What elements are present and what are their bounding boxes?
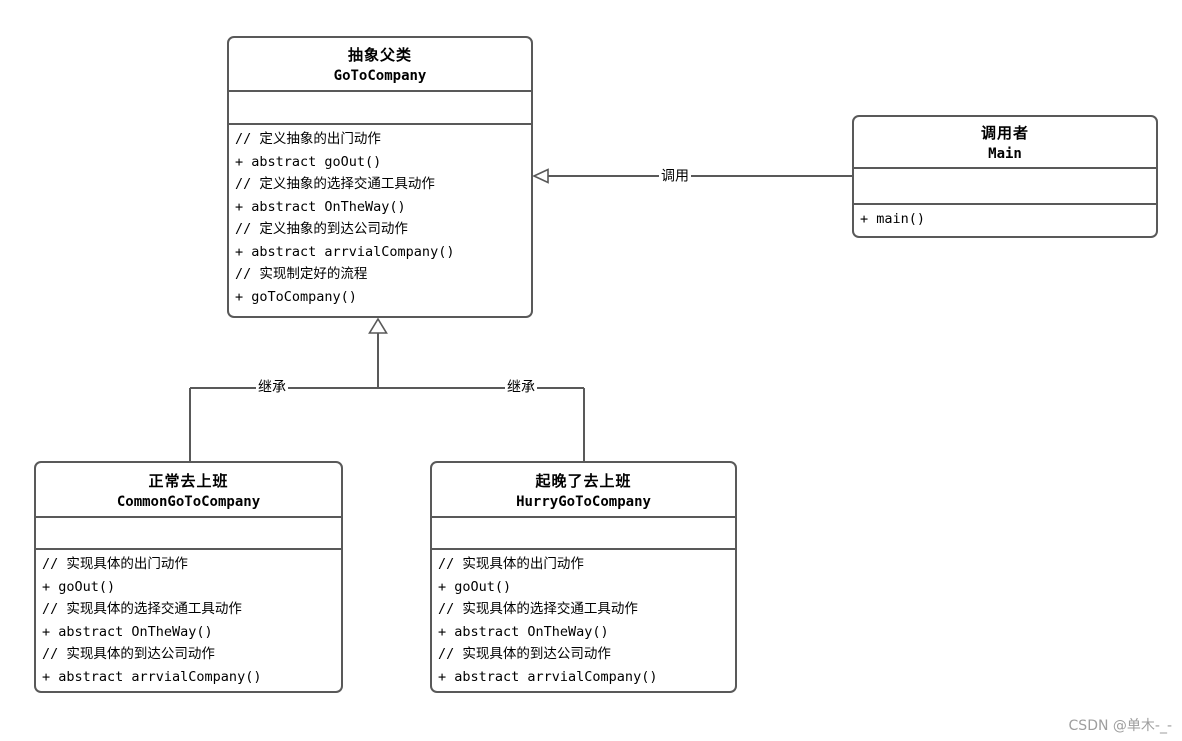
class-methods: // 定义抽象的出门动作 + abstract goOut() // 定义抽象的… (229, 125, 531, 316)
method-line: + abstract arrvialCompany() (235, 243, 455, 260)
method-line: + goOut() (438, 578, 512, 595)
class-title-cn: 正常去上班 (148, 471, 229, 490)
class-title-gotocompany: 抽象父类 GoToCompany (229, 38, 531, 92)
method-line: + main() (860, 211, 926, 227)
method-line: + abstract arrvialCompany() (438, 668, 658, 685)
class-name-code: CommonGoToCompany (116, 493, 261, 510)
inherit-right-edge-label: 继承 (505, 379, 537, 397)
method-line: // 定义抽象的选择交通工具动作 (235, 176, 435, 192)
class-name-code: GoToCompany (333, 68, 427, 84)
class-box-main: 调用者 Main + main() (852, 115, 1158, 238)
method-line: // 实现制定好的流程 (235, 266, 368, 282)
class-title-commongotocompany: 正常去上班 CommonGoToCompany (36, 463, 341, 518)
class-methods: // 实现具体的出门动作 + goOut() // 实现具体的选择交通工具动作 … (432, 550, 735, 691)
method-line: // 定义抽象的到达公司动作 (235, 221, 408, 237)
class-attributes-empty (36, 518, 341, 550)
method-line: + abstract OnTheWay() (235, 198, 406, 215)
method-line: // 实现具体的出门动作 (438, 556, 584, 572)
class-name-code: HurryGoToCompany (516, 493, 651, 510)
method-line: + goToCompany() (235, 288, 357, 305)
method-line: // 实现具体的出门动作 (42, 556, 188, 572)
class-box-commongotocompany: 正常去上班 CommonGoToCompany // 实现具体的出门动作 + g… (34, 461, 343, 693)
class-title-cn: 抽象父类 (347, 46, 412, 64)
class-box-gotocompany: 抽象父类 GoToCompany // 定义抽象的出门动作 + abstract… (227, 36, 533, 318)
call-edge-label: 调用 (659, 168, 691, 186)
method-line: + abstract arrvialCompany() (42, 668, 262, 685)
method-line: + abstract OnTheWay() (438, 623, 609, 640)
class-methods: // 实现具体的出门动作 + goOut() // 实现具体的选择交通工具动作 … (36, 550, 341, 691)
method-line: // 定义抽象的出门动作 (235, 131, 381, 147)
watermark-text: CSDN @单木-_- (1068, 718, 1172, 734)
method-line: // 实现具体的选择交通工具动作 (42, 601, 242, 617)
class-box-hurrygotocompany: 起晚了去上班 HurryGoToCompany // 实现具体的出门动作 + g… (430, 461, 737, 693)
class-title-cn: 调用者 (980, 124, 1029, 142)
class-title-main: 调用者 Main (854, 117, 1156, 169)
class-title-cn: 起晚了去上班 (535, 471, 632, 490)
method-line: // 实现具体的到达公司动作 (42, 646, 215, 662)
class-attributes-empty (229, 92, 531, 125)
class-title-hurrygotocompany: 起晚了去上班 HurryGoToCompany (432, 463, 735, 518)
inheritance-triangle-icon (368, 317, 388, 334)
inherit-left-edge-label: 继承 (256, 379, 288, 397)
method-line: // 实现具体的选择交通工具动作 (438, 601, 638, 617)
method-line: + abstract OnTheWay() (42, 623, 213, 640)
method-line: + goOut() (42, 578, 116, 595)
call-arrowhead-icon (532, 168, 549, 184)
class-name-code: Main (988, 146, 1022, 162)
method-line: // 实现具体的到达公司动作 (438, 646, 611, 662)
class-attributes-empty (854, 169, 1156, 205)
method-line: + abstract goOut() (235, 153, 382, 170)
class-attributes-empty (432, 518, 735, 550)
class-methods: + main() (854, 205, 1156, 236)
